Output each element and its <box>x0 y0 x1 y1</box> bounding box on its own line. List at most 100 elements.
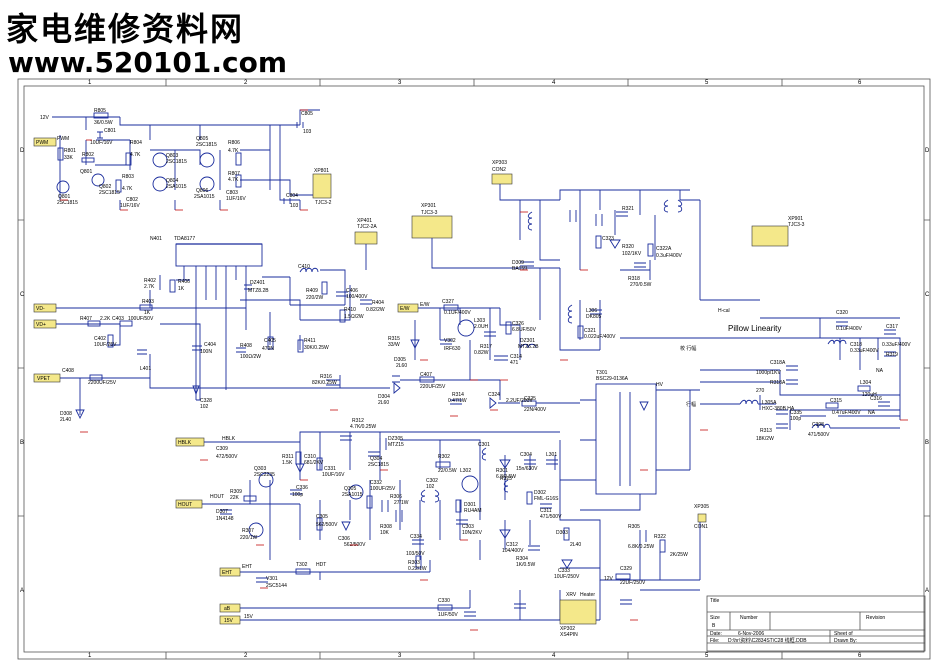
c334-ref: V301 <box>266 576 278 582</box>
row-d-left: D <box>20 148 25 154</box>
r318a-val: 0.47uF/400V <box>832 410 861 416</box>
resistor-r410 <box>267 336 274 350</box>
dz301-val: 33/W <box>388 342 400 348</box>
q805-val: 2SC1815 <box>196 142 217 148</box>
r308-val: HDT <box>316 562 326 568</box>
signal-tag-pwm <box>33 137 57 147</box>
capacitor-c321 <box>884 329 896 335</box>
c328-val: IRF630 <box>444 346 461 352</box>
c327-val: 0.82W <box>474 350 489 356</box>
c410-ref: C406 <box>346 288 358 294</box>
transistor-q802 <box>91 173 105 187</box>
r307-ref: C332 <box>370 480 382 486</box>
r403-ref: R407 <box>80 316 92 322</box>
v302-ref: L303 <box>474 318 485 324</box>
d303-ref: C333 <box>558 568 570 574</box>
r404-val: 30K/0.25W <box>304 345 329 351</box>
col-3-bottom: 3 <box>398 653 402 659</box>
d302-ref: C312 <box>506 542 518 548</box>
c320-val: NA <box>876 368 884 374</box>
hout-tag-label: HOUT <box>178 502 192 508</box>
q801-ref: Q801 <box>58 194 70 200</box>
xp303-ref: XP303 <box>492 160 507 166</box>
xp801-ref: XP801 <box>314 168 329 174</box>
c321-val: 0.33uF/400V <box>882 342 911 348</box>
resistor-r303 <box>435 461 451 468</box>
horizontal-output-stage <box>200 431 707 625</box>
r802-val: Q801 <box>80 169 92 175</box>
c405-ref: DZ401 <box>250 280 265 286</box>
r318a-ref: C315 <box>830 398 842 404</box>
xp401-ref: XP401 <box>357 218 372 224</box>
capacitor-c312 <box>639 530 647 542</box>
c308-ref: R312 <box>352 418 364 424</box>
t301-part: BSC29-0136A <box>596 376 629 382</box>
fbt-core <box>619 392 631 486</box>
d305-val: 2L60 <box>378 400 389 406</box>
q804-ref: Q804 <box>166 178 178 184</box>
tb-size-label: Size <box>710 615 720 621</box>
capacitor-c804 <box>283 198 291 204</box>
top-center-labels: XP303 CON2 XP301 TJC3-3 XP901 TJC3-3 R32… <box>421 160 805 352</box>
ew-labels: E/W E/W C327 0.1UF/400V V302 IRF630 R317… <box>378 299 547 413</box>
resistor-r319 <box>857 385 871 392</box>
r402-val: 1K <box>178 286 185 292</box>
horizontal-labels: HBLK HBLK HOUT HOUT EHT EHT aB 15V 15V 1… <box>178 418 709 638</box>
d305-ref: D304 <box>378 394 390 400</box>
connector-xp303 <box>491 173 513 185</box>
capacitor-c336 <box>220 509 232 515</box>
tb-drawn-label: Drawn By: <box>834 638 857 644</box>
r411-ref: C408 <box>62 368 74 374</box>
title-block: Title Size B Number Revision Date: 6-Nov… <box>706 595 926 652</box>
c407-val: 0.47/1W <box>448 398 467 404</box>
r313-ref: C310 <box>304 454 316 460</box>
r806-val: 4.7K <box>228 148 239 154</box>
r322-ref: C330 <box>438 598 450 604</box>
inductor-l-mid <box>567 304 573 324</box>
ic-n401-body <box>175 243 263 267</box>
r804-ref: R804 <box>130 140 142 146</box>
q806-ref: Q806 <box>196 188 208 194</box>
r317-val: 6.8UF/50V <box>512 327 537 333</box>
resistor-r409 <box>339 309 346 323</box>
resistor-r801 <box>57 147 64 161</box>
diode-d304 <box>489 397 497 409</box>
ew-line-label: E/W <box>420 302 430 308</box>
capacitor-c328 <box>440 339 452 345</box>
mosfet-v302 <box>457 319 475 337</box>
r302-ref: D301 <box>464 502 476 508</box>
c801-val: 10UF/16V <box>90 140 113 146</box>
signal-tag-hout <box>175 499 203 509</box>
r801-val: 33K <box>64 155 74 161</box>
tb-date-val: 6-Nov-2006 <box>738 631 764 637</box>
r401-val: 1K <box>144 310 151 316</box>
capacitor-c805 <box>296 122 304 128</box>
capacitor-c405 <box>244 284 252 290</box>
vertical-labels: VD- VD+ VPET N401 TDA8177 R402 2.7K R403… <box>36 218 385 423</box>
fbt-hv-diode <box>639 401 649 412</box>
capacitor-top-hv <box>569 210 577 222</box>
col-4-bottom: 4 <box>552 653 556 659</box>
dz305-val: 1.5K <box>282 460 293 466</box>
c408-ref: R316 <box>320 374 332 380</box>
r311-ref: R309 <box>230 489 242 495</box>
l306-ref: C318 <box>850 342 862 348</box>
r409-val: 1.5Ω/2W <box>344 314 364 320</box>
c803-val: 1UF/16V <box>226 196 246 202</box>
q801-val: 2SC1815 <box>57 200 78 206</box>
ew-label: E/W <box>400 306 410 312</box>
d304-val: 2.2UF/200V <box>506 398 533 404</box>
col-1-bottom: 1 <box>88 653 92 659</box>
r323-val: 2L40 <box>570 542 581 548</box>
capacitor-c323 <box>634 262 646 268</box>
resistor-r806 <box>235 152 242 166</box>
q303-ref: Q305 <box>344 486 356 492</box>
c301-ref: L301 <box>546 452 557 458</box>
dz305-ref: R311 <box>282 454 294 460</box>
c319-ref: L306 <box>586 308 597 314</box>
diode-d307 <box>341 521 351 532</box>
r304-val: 2K/25W <box>670 552 688 558</box>
c302-val: 10N/2KV <box>462 530 483 536</box>
c326-ref: C314 <box>510 354 522 360</box>
